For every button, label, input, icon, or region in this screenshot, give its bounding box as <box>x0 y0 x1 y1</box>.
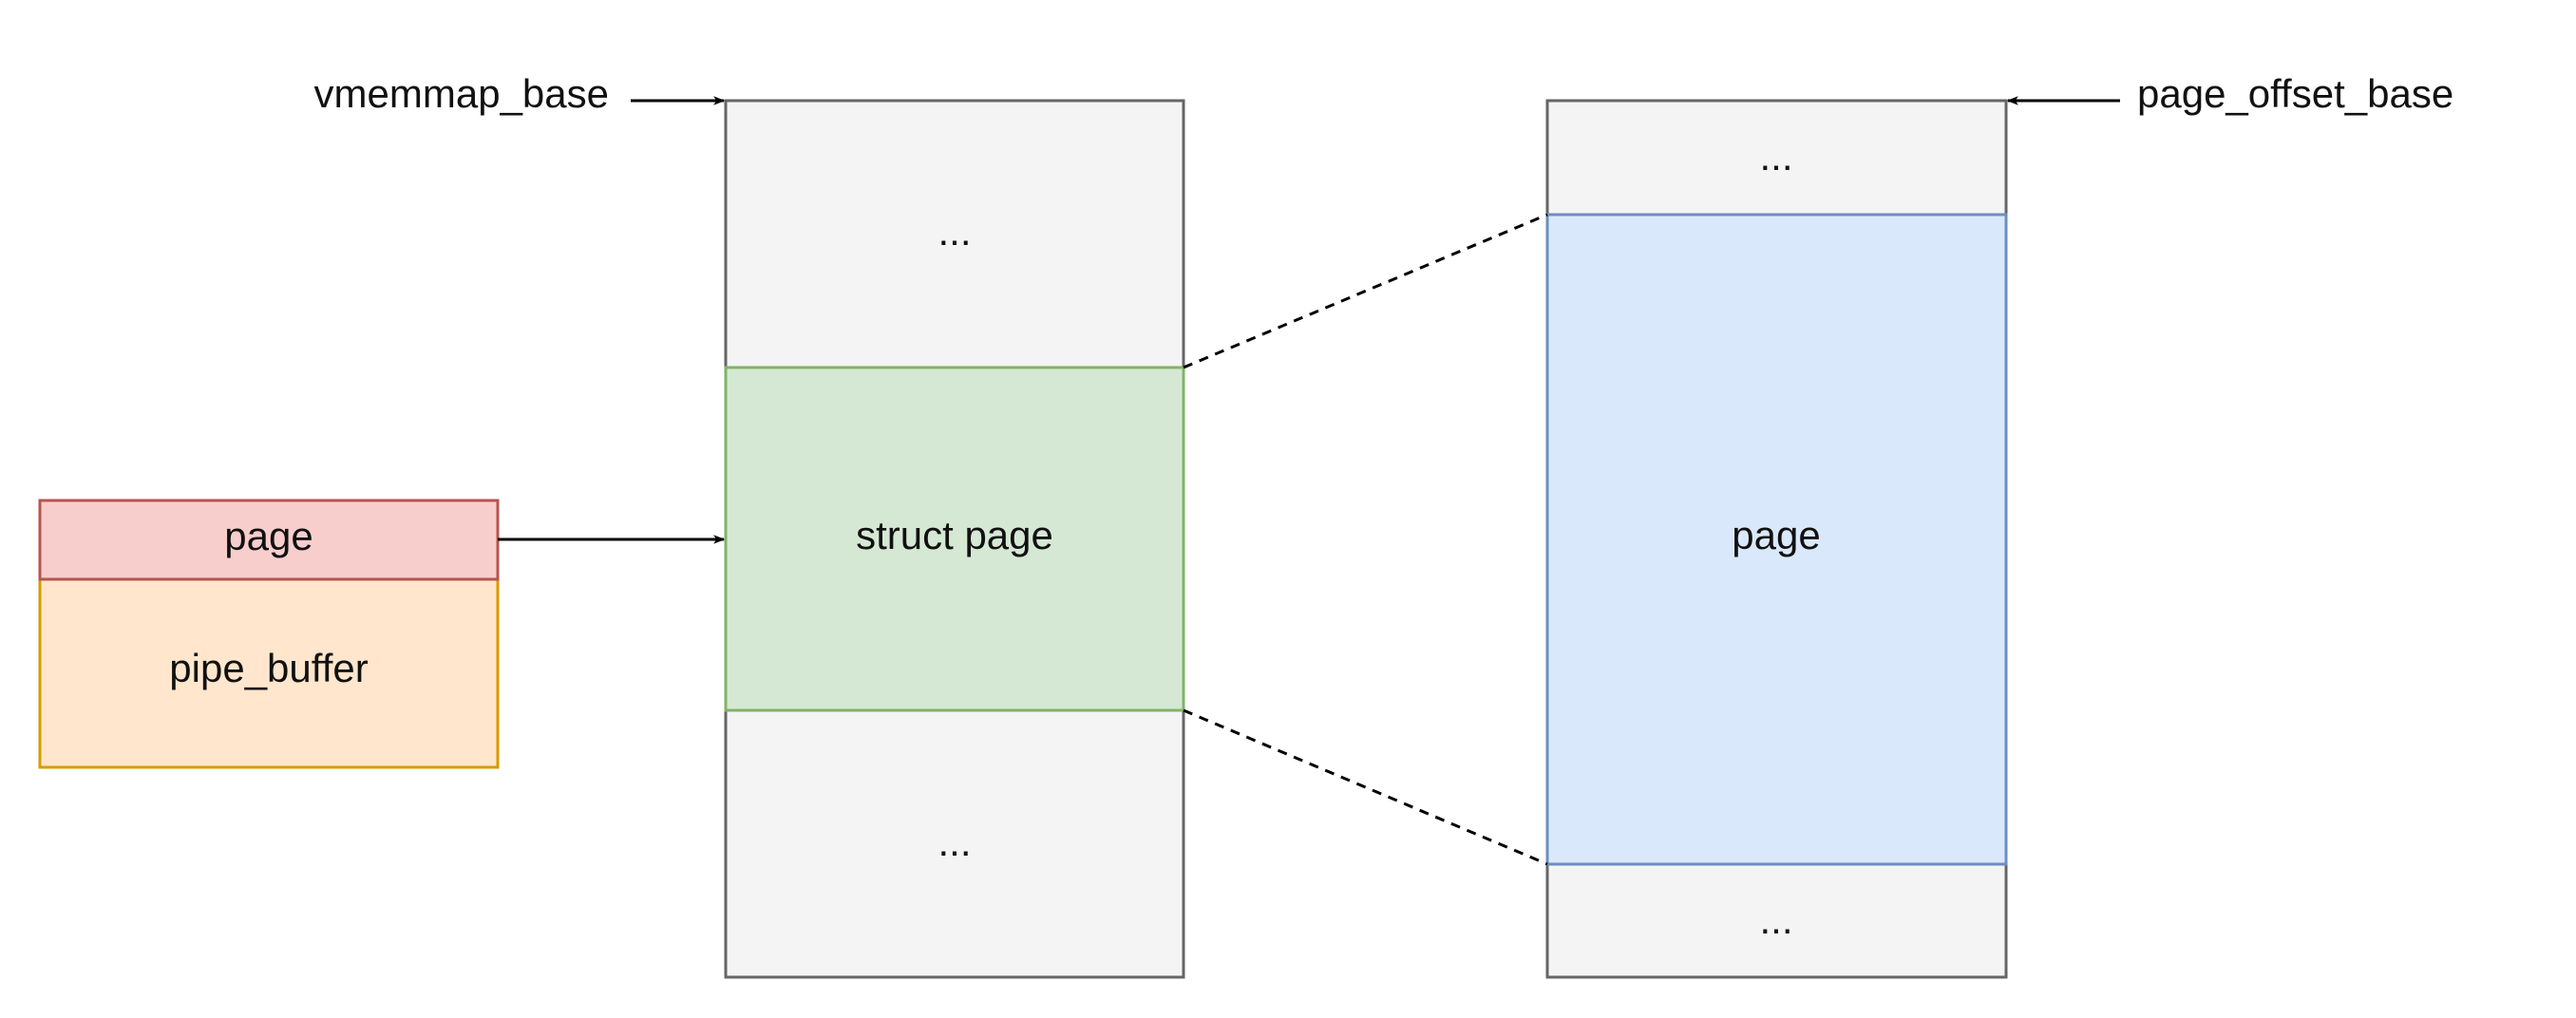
physmap-top-block <box>1545 99 2008 217</box>
vmemmap-bottom-ellipsis: ... <box>938 820 971 864</box>
pipe-buffer-struct: page pipe_buffer <box>38 499 500 769</box>
pipe-buffer-page-field <box>38 499 500 581</box>
vmemmap-bottom-block <box>724 708 1185 979</box>
page-block <box>1545 213 2008 866</box>
page-offset-base-label: page_offset_base <box>2137 71 2453 116</box>
page-label: page <box>1732 513 1820 557</box>
physmap-bottom-block <box>1545 862 2008 979</box>
vmemmap-top-ellipsis: ... <box>938 209 971 254</box>
pipe-buffer-label: pipe_buffer <box>169 646 368 690</box>
mapping-line-bottom <box>1183 708 1548 866</box>
struct-page-block <box>724 366 1185 712</box>
vmemmap-base-label: vmemmap_base <box>314 71 609 116</box>
vmemmap-top-block <box>724 99 1185 369</box>
pipe-buffer-body <box>38 577 500 769</box>
pipe-buffer-page-field-label: page <box>224 514 313 558</box>
physmap-top-ellipsis: ... <box>1759 134 1792 179</box>
vmemmap-column: ... struct page ... <box>724 99 1185 979</box>
mapping-line-top <box>1183 213 1548 369</box>
physmap-column: ... page ... <box>1545 99 2008 979</box>
physmap-bottom-ellipsis: ... <box>1759 897 1792 942</box>
struct-page-label: struct page <box>856 513 1053 557</box>
